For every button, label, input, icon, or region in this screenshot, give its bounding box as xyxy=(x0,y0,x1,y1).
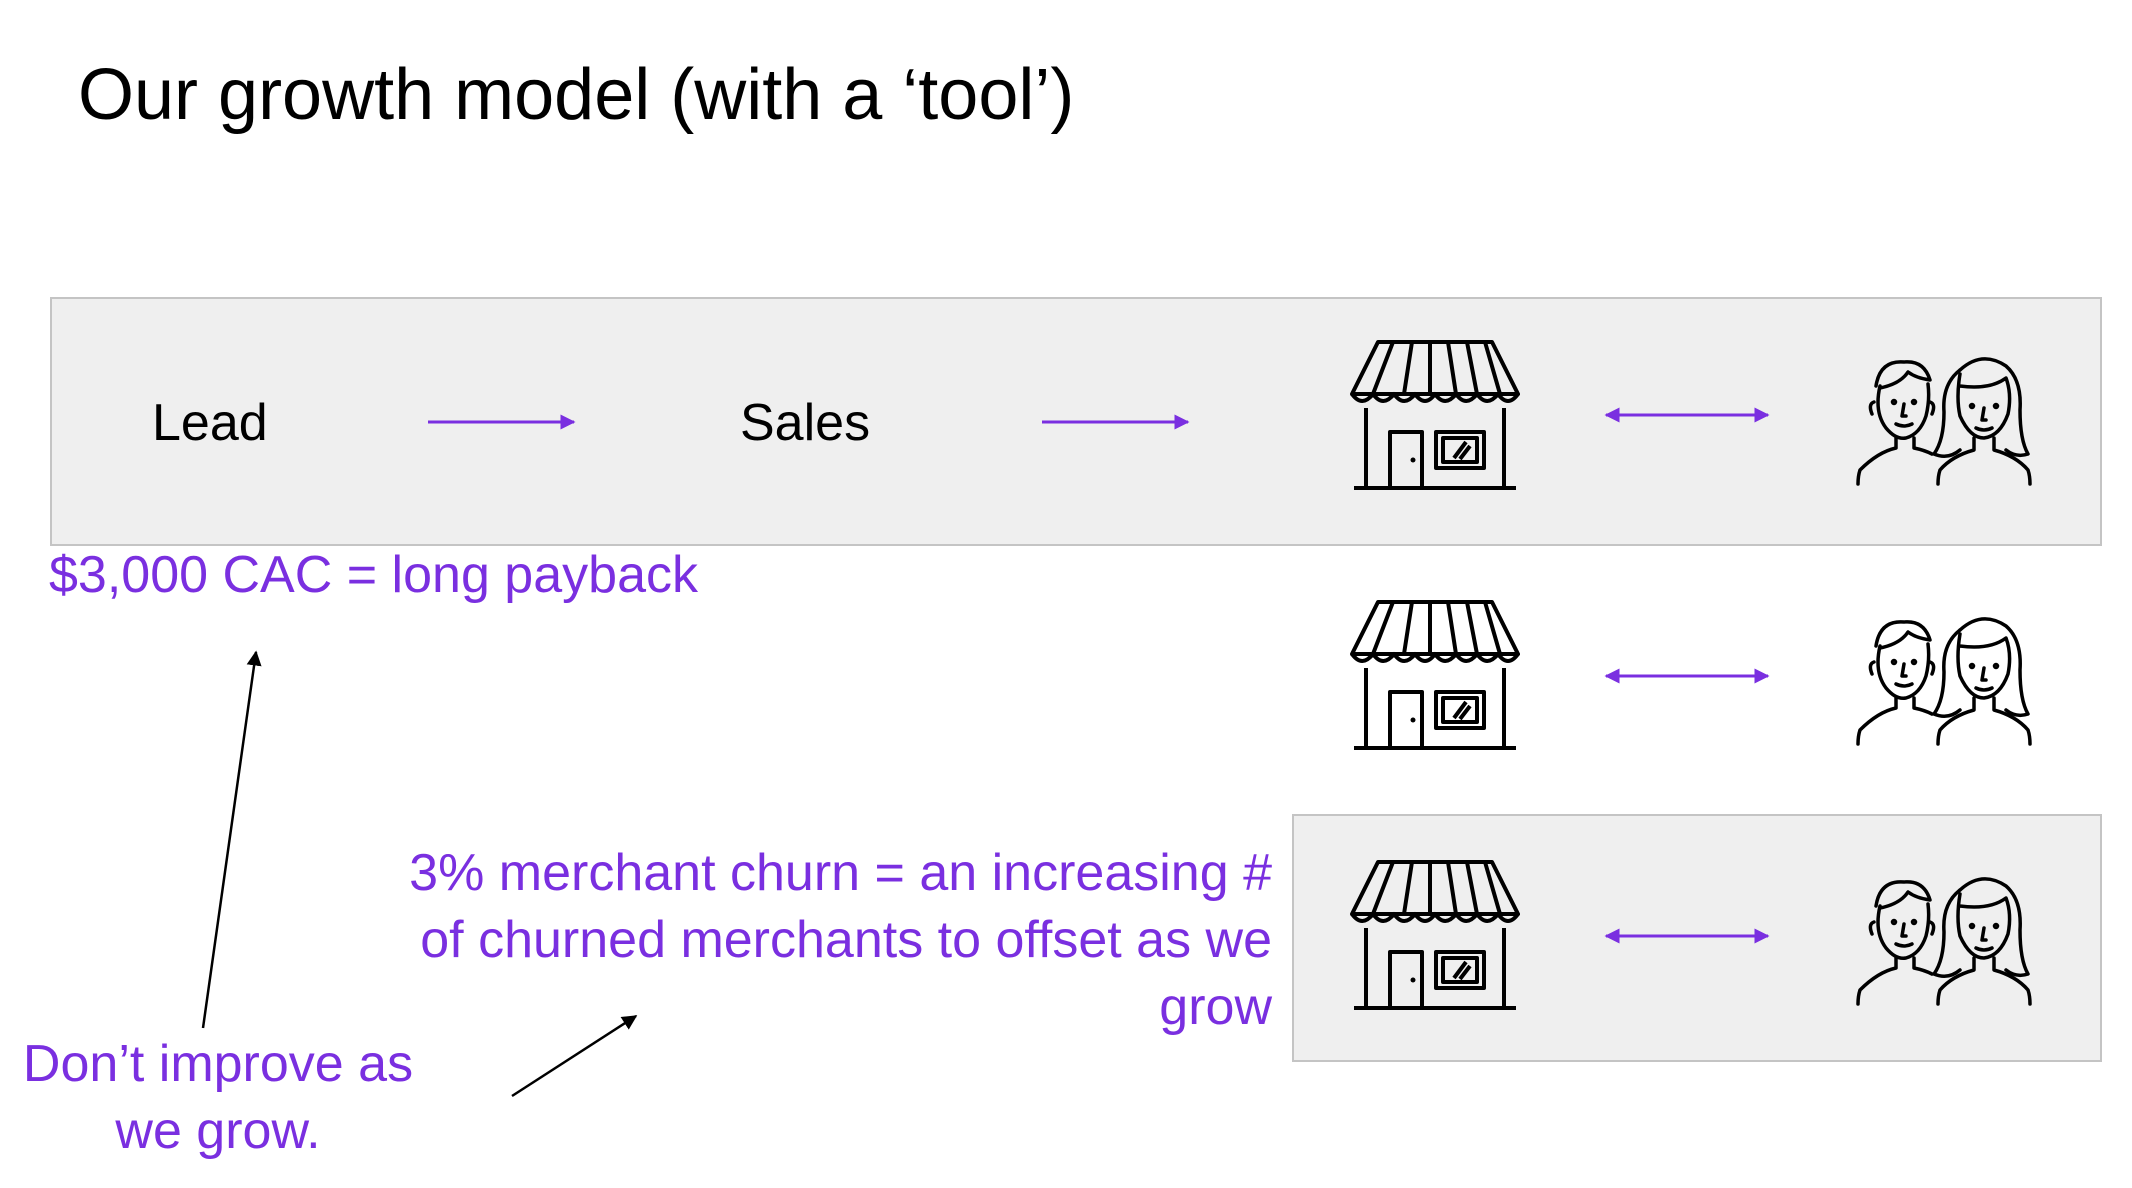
customers-icon xyxy=(1856,617,2032,746)
churn-note-line: of churned merchants to offset as we xyxy=(420,911,1272,969)
churn-note-line: grow xyxy=(1159,978,1272,1036)
improve-to-cac-arrow xyxy=(201,650,262,1029)
improve-note-line: Don’t improve as xyxy=(22,1035,414,1093)
churn-note-line: 3% merchant churn = an increasing # xyxy=(409,844,1272,902)
slide-title: Our growth model (with a ‘tool’) xyxy=(78,55,1075,135)
lead-label: Lead xyxy=(152,394,268,452)
store-icon xyxy=(1350,600,1520,750)
improve-note: Don’t improve as we grow. xyxy=(12,1031,424,1165)
cac-note: $3,000 CAC = long payback xyxy=(49,546,698,604)
churn-note: 3% merchant churn = an increasing # of c… xyxy=(409,840,1272,1041)
store-icon xyxy=(1350,340,1520,490)
store-icon xyxy=(1350,860,1520,1010)
customers-icon xyxy=(1856,877,2032,1006)
sales-label: Sales xyxy=(740,394,871,452)
customers-icon xyxy=(1856,357,2032,486)
improve-note-line: we grow. xyxy=(115,1102,321,1160)
improve-to-churn-arrow xyxy=(511,1014,638,1098)
